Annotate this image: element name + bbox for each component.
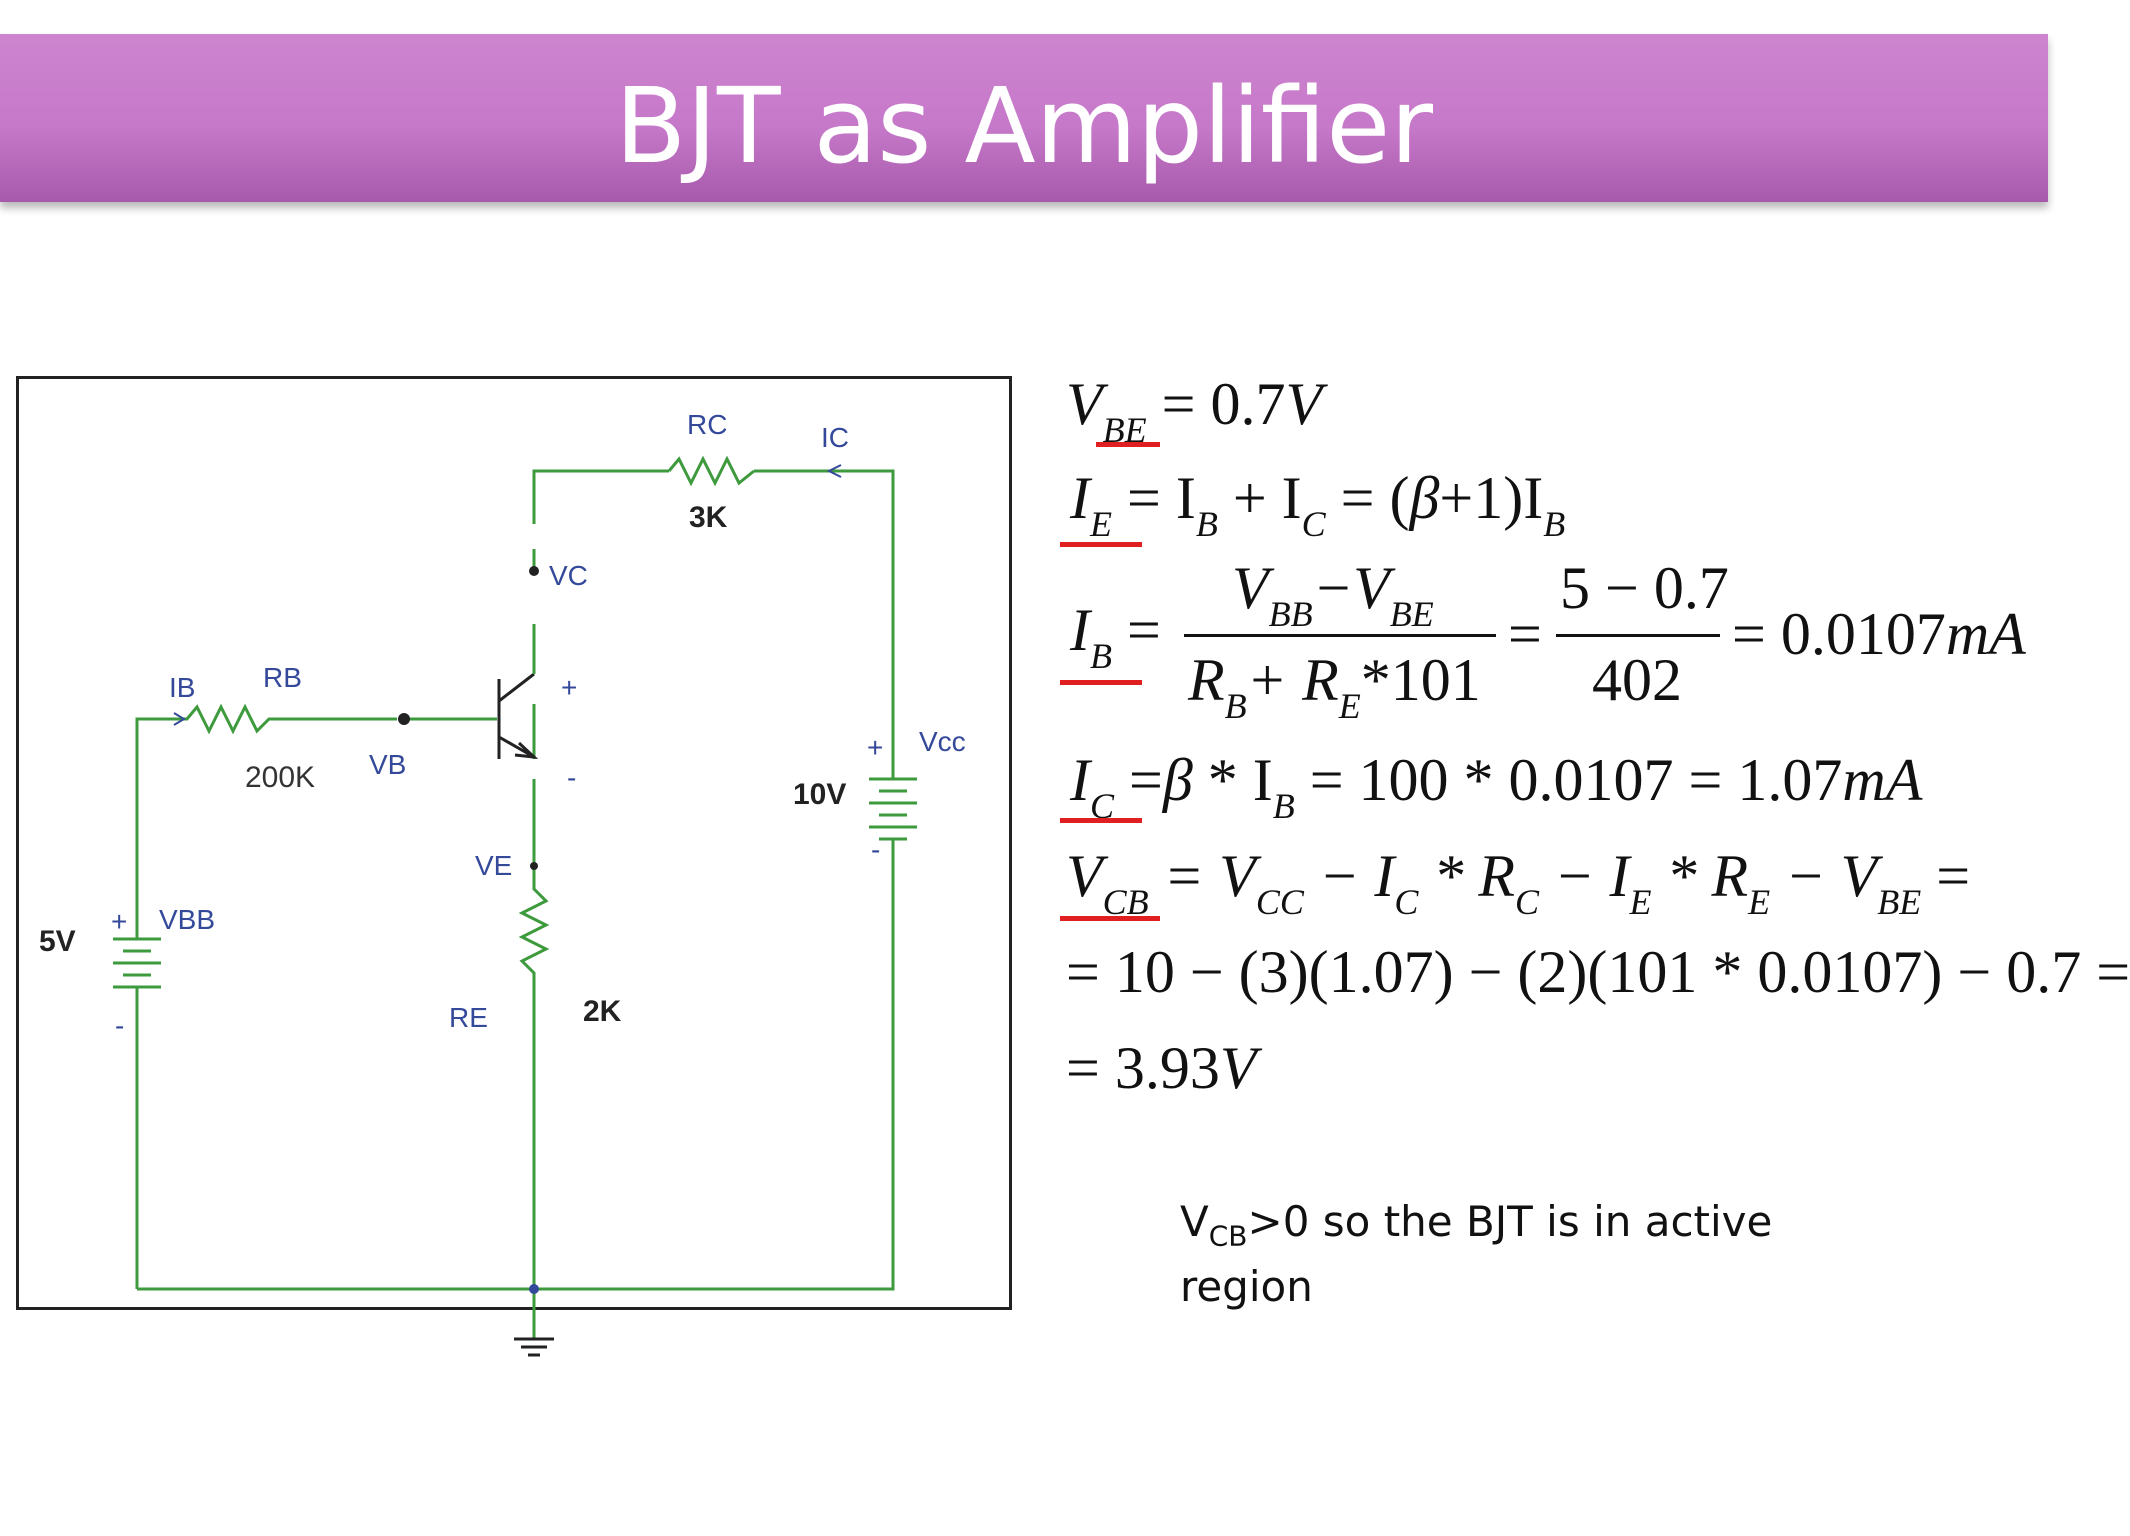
label-vcc-value: 10V (793, 778, 846, 811)
label-rc-value: 3K (689, 501, 728, 534)
label-re-value: 2K (583, 995, 622, 1028)
eq-ib-num1: VBB−VBE (1232, 555, 1434, 634)
underline-ie (1060, 542, 1142, 547)
underline-vcb (1060, 916, 1160, 921)
label-re: RE (449, 1002, 488, 1033)
label-vbb: VBB (159, 904, 215, 935)
node-ground (529, 1284, 539, 1294)
wire-bottom (137, 839, 895, 1291)
underline-ic (1060, 818, 1142, 823)
wire-top-left (532, 469, 669, 473)
eq-vcb-line2: = 10 − (3)(1.07) − (2)(101 * 0.0107) − 0… (1066, 939, 2130, 1005)
label-vc: VC (549, 560, 588, 591)
eq-vcb-line3: = 3.93V (1066, 1035, 1257, 1101)
node-ve (530, 862, 538, 870)
re-resistor (518, 879, 550, 1009)
label-vcc: Vcc (919, 726, 966, 757)
underline-vbe (1096, 442, 1160, 447)
label-ve: VE (475, 850, 512, 881)
eq-vbe: VBE = 0.7V (1066, 371, 1323, 450)
label-rb: RB (263, 662, 302, 693)
bjt-transistor (489, 624, 539, 759)
label-collector-plus: + (561, 672, 577, 703)
eq-ib-eq2: = (1508, 601, 1542, 667)
node-vb (398, 713, 410, 725)
rb-resistor (177, 703, 337, 735)
label-emitter-minus: - (567, 762, 576, 793)
eq-ib-lhs: IB = (1070, 597, 1161, 676)
active-region-note: VCB>0 so the BJT is in active region (1180, 1192, 1772, 1318)
vcc-battery (869, 777, 917, 841)
vbb-battery (113, 937, 161, 989)
label-rb-value: 200K (245, 761, 315, 794)
eq-ie: IE = IB + IC = (β+1)IB (1070, 465, 1566, 544)
circuit-diagram: RC IC 3K VC IB RB 200K VB + - Vcc 10V + … (16, 376, 1012, 1357)
page-title: BJT as Amplifier (614, 65, 1434, 187)
circuit-schematic: RC IC 3K VC IB RB 200K VB + - Vcc 10V + … (39, 409, 966, 1357)
eq-ib-den2: 402 (1592, 647, 1682, 713)
label-ic: IC (821, 422, 849, 453)
rc-resistor (667, 455, 755, 487)
eq-ic: IC =β * IB = 100 * 0.0107 = 1.07mA (1070, 747, 1923, 826)
label-rc: RC (687, 409, 727, 440)
label-ib: IB (169, 672, 195, 703)
equations-panel: VBE = 0.7V IE = IB + IC = (β+1)IB IB = V… (1060, 360, 2130, 1120)
note-line-2: region (1180, 1261, 1313, 1311)
ic-arrow-icon (826, 464, 842, 478)
ib-arrow-icon (173, 712, 186, 726)
wire-left-top (135, 717, 177, 939)
fraction-bar-1 (1184, 634, 1496, 637)
label-vcc-plus: + (867, 732, 883, 763)
label-vb: VB (369, 749, 406, 780)
label-vbb-value: 5V (39, 925, 76, 958)
label-vbb-minus: - (115, 1010, 124, 1041)
underline-ib (1060, 680, 1142, 685)
fraction-bar-2 (1556, 634, 1720, 637)
eq-ib-result: = 0.0107mA (1732, 601, 2026, 667)
eq-vcb: VCB = VCC − IC * RC − IE * RE − VBE = (1066, 843, 1971, 922)
label-vbb-plus: + (111, 906, 127, 937)
wire-top-right (754, 469, 895, 779)
eq-ib-den1: RB+ RE*101 (1188, 647, 1481, 726)
title-bar: BJT as Amplifier (0, 34, 2048, 202)
eq-ib-num2: 5 − 0.7 (1560, 555, 1729, 621)
node-vc (529, 566, 539, 576)
ground-icon (514, 1337, 554, 1357)
label-vcc-minus: - (871, 834, 880, 865)
note-line-1: VCB>0 so the BJT is in active (1180, 1197, 1773, 1253)
